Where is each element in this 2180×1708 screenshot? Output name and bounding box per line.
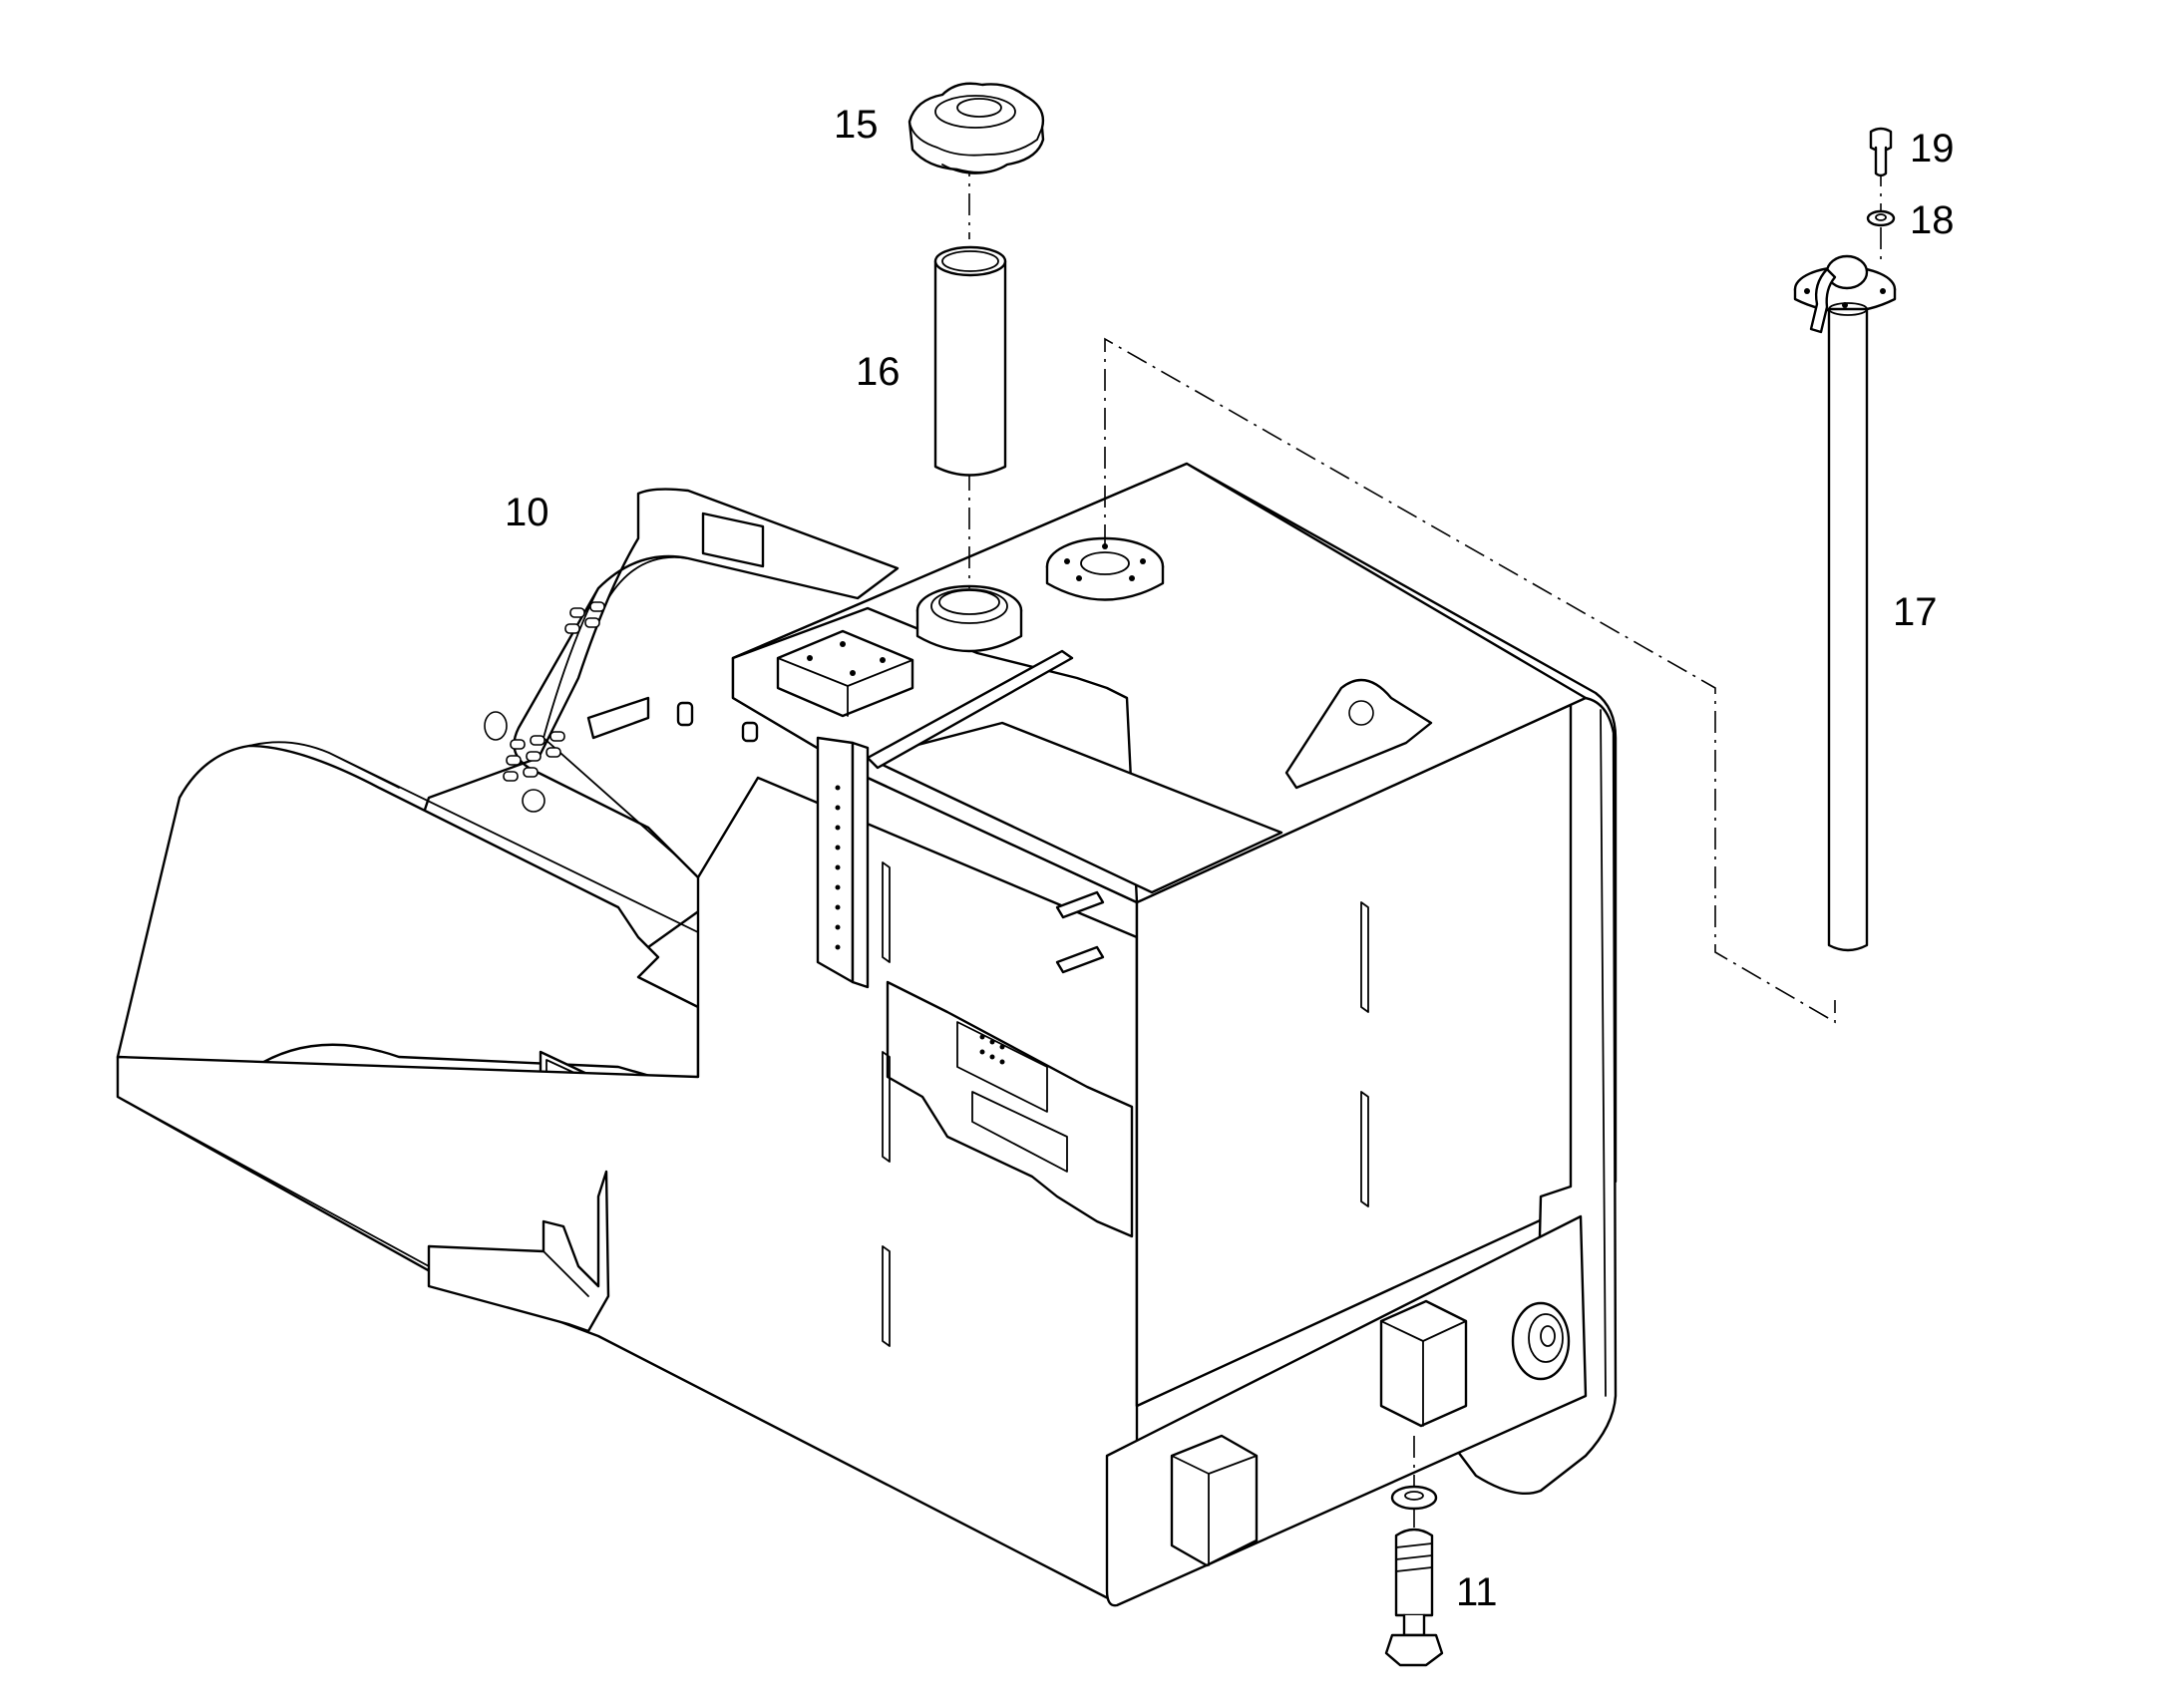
fuel-level-sender (1793, 254, 1897, 952)
filler-strainer-tube (933, 245, 1007, 477)
callout-19: 19 (1910, 127, 1955, 171)
filler-cap (908, 82, 1045, 174)
fuel-tank (116, 462, 1618, 1607)
callout-16: 16 (856, 350, 901, 394)
drain-plug (1511, 1301, 1571, 1381)
rubber-mounts (1170, 1299, 1468, 1567)
mounting-bolt (1384, 1485, 1444, 1667)
mounting-rails (816, 736, 870, 989)
filler-neck (915, 584, 1023, 653)
callout-18: 18 (1910, 198, 1955, 242)
callout-17: 17 (1893, 590, 1938, 634)
screw (1869, 127, 1893, 177)
frame-vent-holes (484, 601, 605, 813)
callout-11: 11 (1456, 1570, 1498, 1614)
callout-15: 15 (834, 103, 879, 147)
washer (1866, 209, 1896, 227)
callout-10: 10 (505, 491, 549, 534)
sender-mounting-flange (1045, 536, 1165, 601)
